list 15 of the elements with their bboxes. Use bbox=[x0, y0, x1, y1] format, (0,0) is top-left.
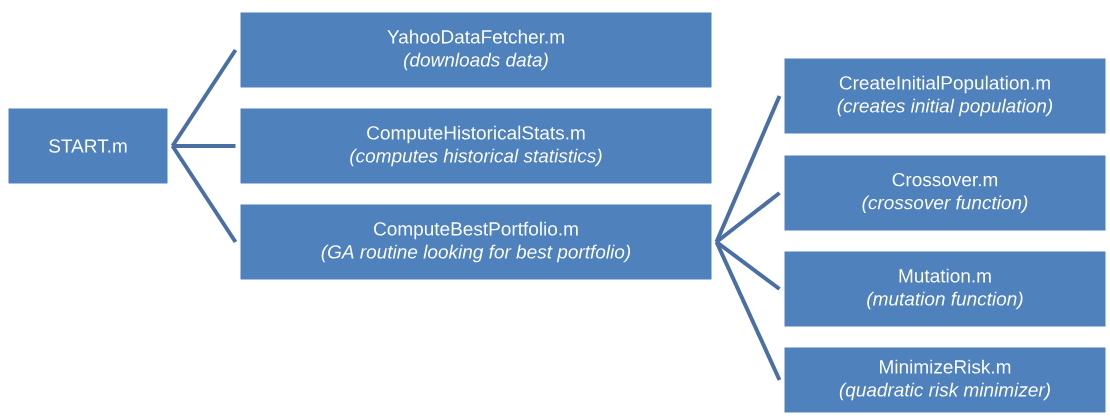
connector-line bbox=[172, 144, 236, 148]
connector-line bbox=[714, 241, 782, 381]
process-box: CreateInitialPopulation.m (creates initial population) bbox=[783, 57, 1107, 135]
process-box: Mutation.m (mutation function) bbox=[783, 250, 1107, 328]
process-box: Crossover.m (crossover function) bbox=[783, 154, 1107, 232]
connector-line bbox=[715, 191, 781, 244]
connector-line bbox=[170, 144, 238, 244]
process-box: START.m bbox=[7, 107, 169, 185]
connector-line bbox=[714, 95, 782, 243]
process-box: ComputeHistoricalStats.m (computes historical statistics) bbox=[239, 107, 713, 185]
process-box: YahooDataFetcher.m (downloads data) bbox=[239, 11, 713, 89]
process-box: ComputeBestPortfolio.m (GA routine looking for best portfolio) bbox=[239, 203, 713, 281]
process-box: MinimizeRisk.m (quadratic risk minimizer) bbox=[783, 346, 1107, 414]
connector-line bbox=[715, 240, 781, 291]
connector-line bbox=[170, 48, 238, 148]
